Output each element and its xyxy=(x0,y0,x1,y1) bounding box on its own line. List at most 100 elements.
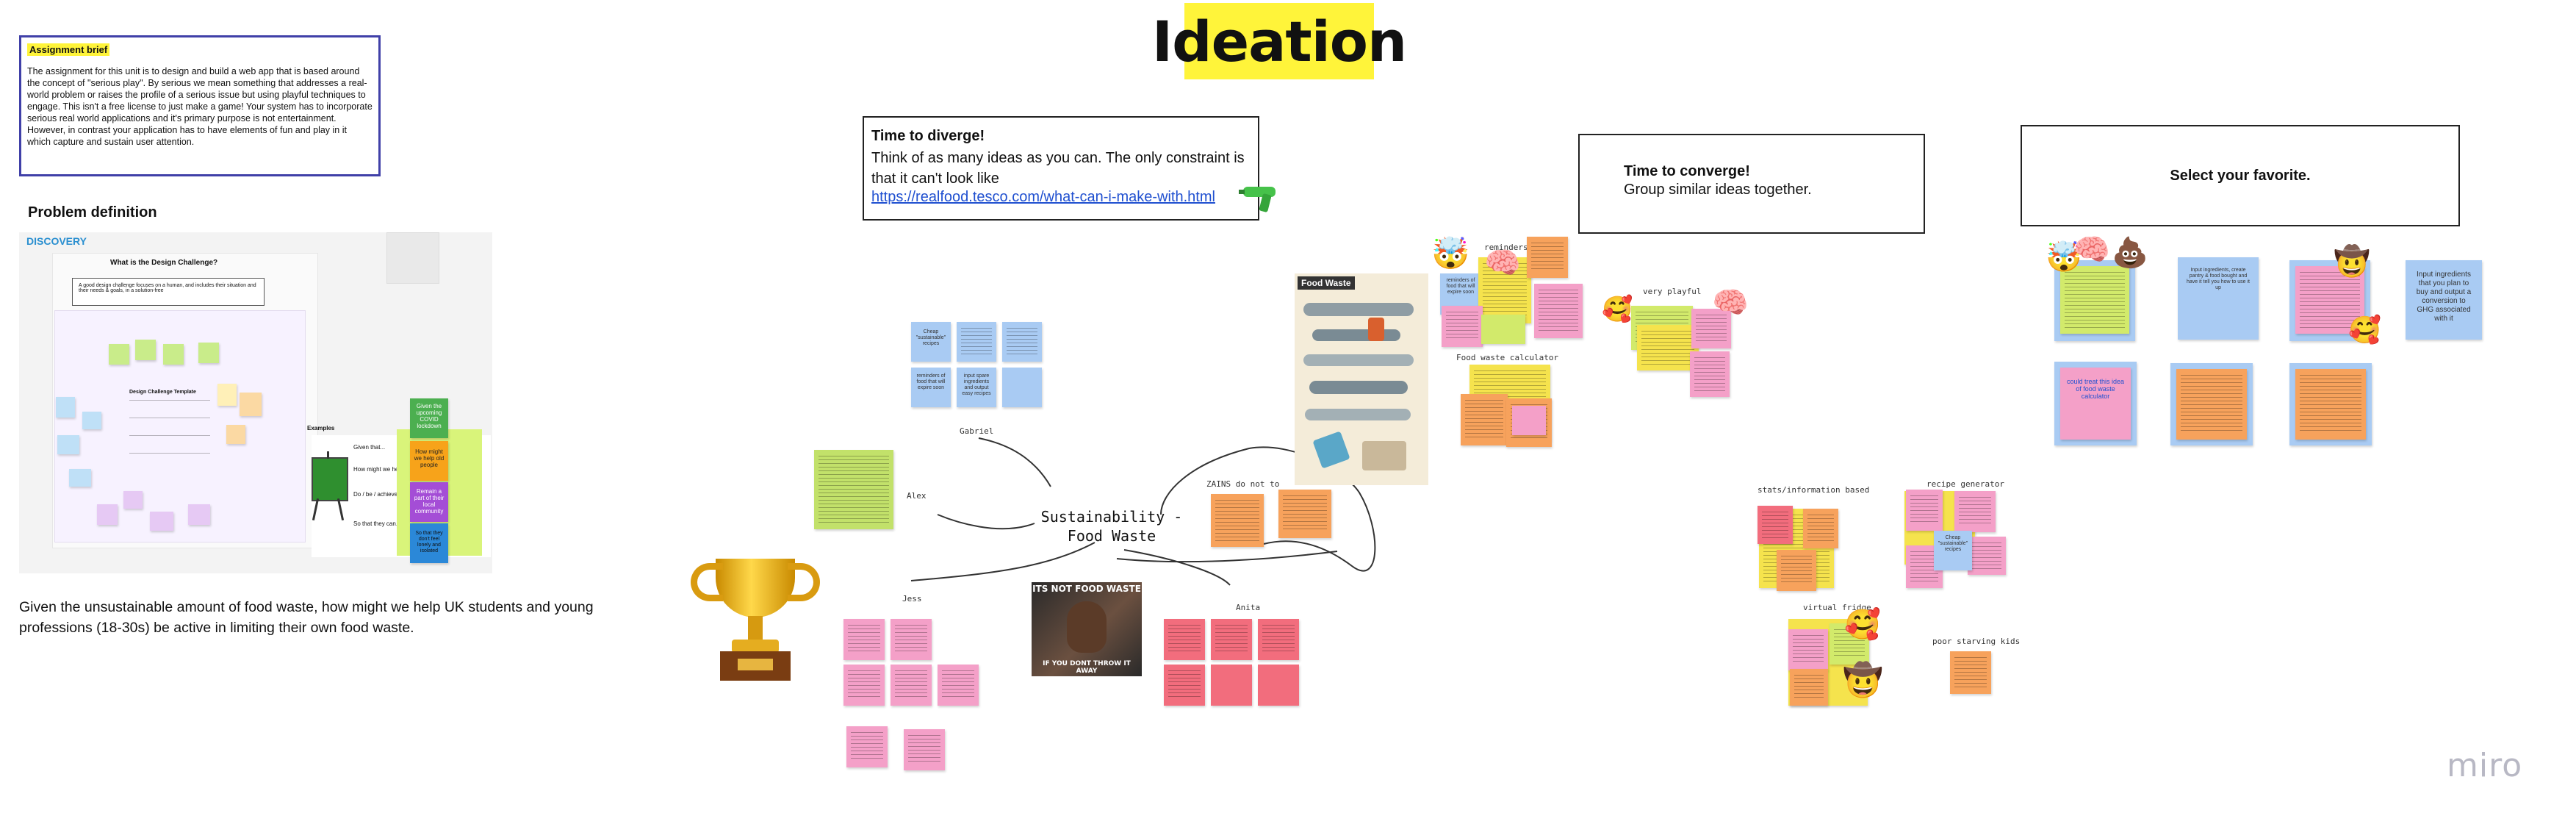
favorite-card[interactable]: Select your favorite. xyxy=(2021,125,2460,226)
mini-sticky[interactable] xyxy=(97,504,118,525)
mini-sticky[interactable] xyxy=(150,512,173,531)
recipe-note[interactable]: Cheap "sustainable" recipes xyxy=(1934,531,1972,570)
example-note-3[interactable]: Remain a part of their local community xyxy=(410,482,448,522)
favorite-note[interactable] xyxy=(2295,369,2366,440)
assignment-brief-card[interactable]: Assignment brief The assignment for this… xyxy=(19,35,381,176)
mini-sticky[interactable] xyxy=(163,344,184,365)
trophy-icon[interactable] xyxy=(691,553,820,690)
stats-note[interactable] xyxy=(1757,506,1793,544)
reminders-note[interactable] xyxy=(1534,284,1583,338)
example-note-4[interactable]: So that they don't feel lonely and isola… xyxy=(410,523,448,563)
poor-kids-note[interactable] xyxy=(1950,651,1991,694)
reminders-note[interactable] xyxy=(1478,257,1531,323)
gabriel-note[interactable] xyxy=(957,322,996,362)
food-waste-poster[interactable]: Food Waste xyxy=(1295,273,1428,485)
problem-statement: Given the unsustainable amount of food w… xyxy=(19,599,594,636)
playful-note[interactable] xyxy=(1691,309,1731,348)
favorite-note[interactable]: Input ingredients, create pantry & food … xyxy=(2178,257,2259,340)
mini-sticky[interactable] xyxy=(69,469,91,487)
jess-note[interactable] xyxy=(843,619,885,660)
diverge-link[interactable]: https://realfood.tesco.com/what-can-i-ma… xyxy=(871,189,1215,205)
stats-note[interactable] xyxy=(1777,550,1816,591)
mini-sticky[interactable] xyxy=(56,397,75,418)
playful-note[interactable] xyxy=(1637,325,1699,370)
fridge-note[interactable] xyxy=(1830,623,1869,665)
mini-sticky[interactable] xyxy=(217,384,237,406)
anita-note[interactable] xyxy=(1164,665,1205,706)
jess-note[interactable] xyxy=(891,665,932,706)
alex-note[interactable] xyxy=(814,450,893,529)
branch-label-zains: ZAINS do not to xyxy=(1206,479,1280,489)
anita-note[interactable] xyxy=(1211,665,1252,706)
reminders-note[interactable] xyxy=(1442,306,1483,347)
assignment-brief-text: The assignment for this unit is to desig… xyxy=(27,66,373,147)
favorite-note-text: Input ingredients, create pantry & food … xyxy=(2187,268,2250,290)
gabriel-note-text: input spare ingredients and output easy … xyxy=(962,373,991,396)
converge-card[interactable]: Time to converge! Group similar ideas to… xyxy=(1578,134,1925,234)
zains-note[interactable] xyxy=(1211,494,1264,547)
mini-sticky[interactable] xyxy=(240,393,262,416)
jess-note[interactable] xyxy=(891,619,932,660)
playful-note[interactable] xyxy=(1690,351,1730,397)
anita-note[interactable] xyxy=(1258,619,1299,660)
brain-emoji: 🧠 xyxy=(2073,233,2110,267)
meme-image[interactable]: ITS NOT FOOD WASTE IF YOU DONT THROW IT … xyxy=(1032,582,1142,676)
anita-note[interactable] xyxy=(1258,665,1299,706)
mini-sticky[interactable] xyxy=(135,340,156,360)
mini-sticky[interactable] xyxy=(82,412,101,429)
brain-emoji: 🧠 xyxy=(1712,286,1749,320)
mini-sticky[interactable] xyxy=(109,344,129,365)
reminders-note[interactable] xyxy=(1481,315,1525,344)
gabriel-note[interactable]: reminders of food that will expire soon xyxy=(911,368,951,407)
mini-sticky[interactable] xyxy=(57,435,79,454)
gabriel-note[interactable] xyxy=(1002,368,1042,407)
stats-note[interactable] xyxy=(1803,509,1838,548)
anita-note[interactable] xyxy=(1164,619,1205,660)
gabriel-note[interactable]: Cheap "sustainable" recipes xyxy=(911,322,951,362)
discovery-board[interactable]: DISCOVERY What is the Design Challenge? … xyxy=(19,232,492,573)
mini-sticky[interactable] xyxy=(188,504,210,525)
zains-note[interactable] xyxy=(1278,490,1331,538)
mini-sticky[interactable] xyxy=(198,343,219,363)
calc-note[interactable] xyxy=(1461,394,1508,445)
center-topic[interactable]: Sustainability - Food Waste xyxy=(1027,507,1196,545)
recipe-note[interactable] xyxy=(1906,490,1943,531)
favorite-note[interactable] xyxy=(2060,266,2129,334)
reminders-note[interactable] xyxy=(1527,237,1568,278)
cluster-label-very-playful: very playful xyxy=(1643,287,1702,296)
jess-note[interactable] xyxy=(938,665,979,706)
center-topic-line-2: Food Waste xyxy=(1067,527,1156,545)
jess-note[interactable] xyxy=(846,726,888,767)
favorite-note[interactable]: Input ingredients that you plan to buy a… xyxy=(2406,260,2482,340)
cluster-label-food-waste-calculator: Food waste calculator xyxy=(1456,353,1559,362)
example-row-4: So that they can... xyxy=(353,520,401,527)
discovery-intro-text: A good design challenge focuses on a hum… xyxy=(79,283,256,293)
branch-label-gabriel: Gabriel xyxy=(960,426,994,436)
favorite-note[interactable] xyxy=(2295,266,2364,334)
jess-note[interactable] xyxy=(904,729,945,770)
fridge-note[interactable] xyxy=(1790,669,1828,706)
fridge-note[interactable] xyxy=(1788,629,1828,670)
favorite-note[interactable]: could treat this idea of food waste calc… xyxy=(2060,368,2131,440)
gabriel-note[interactable]: input spare ingredients and output easy … xyxy=(957,368,996,407)
diverge-card[interactable]: Time to diverge! Think of as many ideas … xyxy=(863,116,1259,221)
recipe-note[interactable] xyxy=(1954,491,1996,532)
jess-note[interactable] xyxy=(843,665,885,706)
example-note-2[interactable]: How might we help old people xyxy=(410,441,448,481)
gabriel-note-text: Cheap "sustainable" recipes xyxy=(915,329,946,346)
mini-sticky[interactable] xyxy=(123,491,143,509)
recipe-note[interactable] xyxy=(1968,537,2006,575)
gabriel-note[interactable] xyxy=(1002,322,1042,362)
example-note-1[interactable]: Given the upcoming COVID lockdown xyxy=(410,398,448,438)
cluster-label-recipe-generator: recipe generator xyxy=(1926,479,2004,489)
anita-note[interactable] xyxy=(1211,619,1252,660)
cluster-label-virtual-fridge: virtual fridge xyxy=(1803,603,1871,612)
example-note-2-text: How might we help old people xyxy=(414,448,445,468)
cowboy-emoji: 🤠 xyxy=(2334,245,2370,279)
mini-sticky[interactable] xyxy=(226,425,245,444)
mind-blown-emoji: 🤯 xyxy=(2046,240,2082,274)
favorite-note[interactable] xyxy=(2176,369,2247,440)
easel-icon xyxy=(309,450,348,520)
calc-note[interactable] xyxy=(1512,406,1546,435)
center-topic-line-1: Sustainability - xyxy=(1040,508,1183,526)
